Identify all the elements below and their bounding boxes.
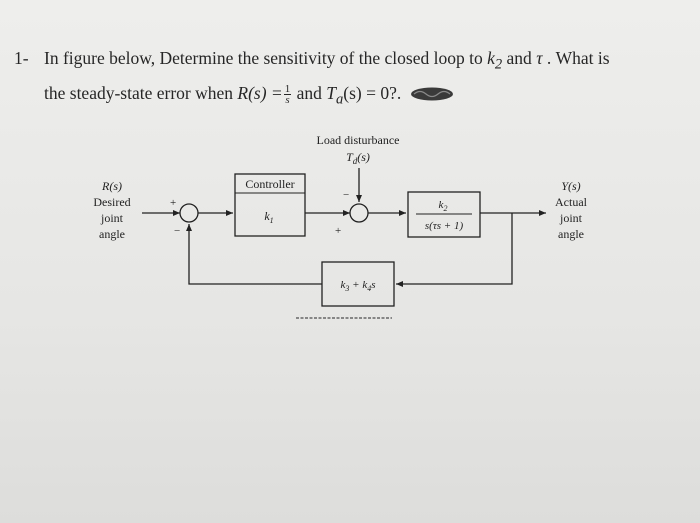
svg-text:angle: angle: [558, 227, 584, 241]
feedback-gain: k3 + k4s: [341, 279, 376, 293]
plant-numerator: k2: [439, 199, 448, 213]
k2-symbol: k2: [487, 48, 503, 73]
scribble-mark: [410, 87, 453, 101]
controller-box: [234, 173, 306, 237]
summing-junction-1: [179, 203, 199, 223]
question-text: 1- In figure below, Determine the sensiti…: [14, 44, 694, 113]
r-expression: R(s) =: [237, 82, 283, 103]
plant-box: [407, 191, 481, 238]
svg-text:Actual: Actual: [555, 195, 588, 209]
sum2-minus-sign: −: [343, 189, 349, 201]
plant-denominator: s(τs + 1): [425, 220, 464, 232]
svg-text:joint: joint: [100, 211, 124, 225]
load-disturbance-label: Load disturbance: [317, 133, 400, 147]
sum1-minus-sign: −: [174, 225, 180, 237]
svg-text:Y(s): Y(s): [561, 179, 580, 193]
td-label: Td(s): [346, 150, 370, 166]
input-label: R(s) Desired joint angle: [93, 179, 130, 241]
controller-title: Controller: [245, 177, 294, 191]
output-label: Y(s) Actual joint angle: [555, 179, 588, 241]
feedback-path-left: [186, 224, 322, 285]
svg-text:R(s): R(s): [101, 179, 122, 193]
question-text-part: In figure below, Determine the sensitivi…: [44, 48, 488, 68]
sum2-plus-sign: +: [335, 225, 341, 237]
question-number: 1-: [14, 48, 29, 68]
svg-text:Desired: Desired: [93, 195, 130, 209]
controller-gain: k1: [264, 209, 273, 225]
question-line-1: 1- In figure below, Determine the sensiti…: [14, 44, 694, 79]
summing-junction-2: [349, 203, 369, 223]
svg-text:angle: angle: [99, 227, 125, 241]
ta-symbol: Ta: [326, 82, 344, 108]
sum1-plus-sign: +: [170, 197, 176, 209]
feedback-path-right: [396, 213, 513, 287]
tau-symbol: τ: [536, 48, 543, 68]
svg-text:joint: joint: [559, 211, 583, 225]
